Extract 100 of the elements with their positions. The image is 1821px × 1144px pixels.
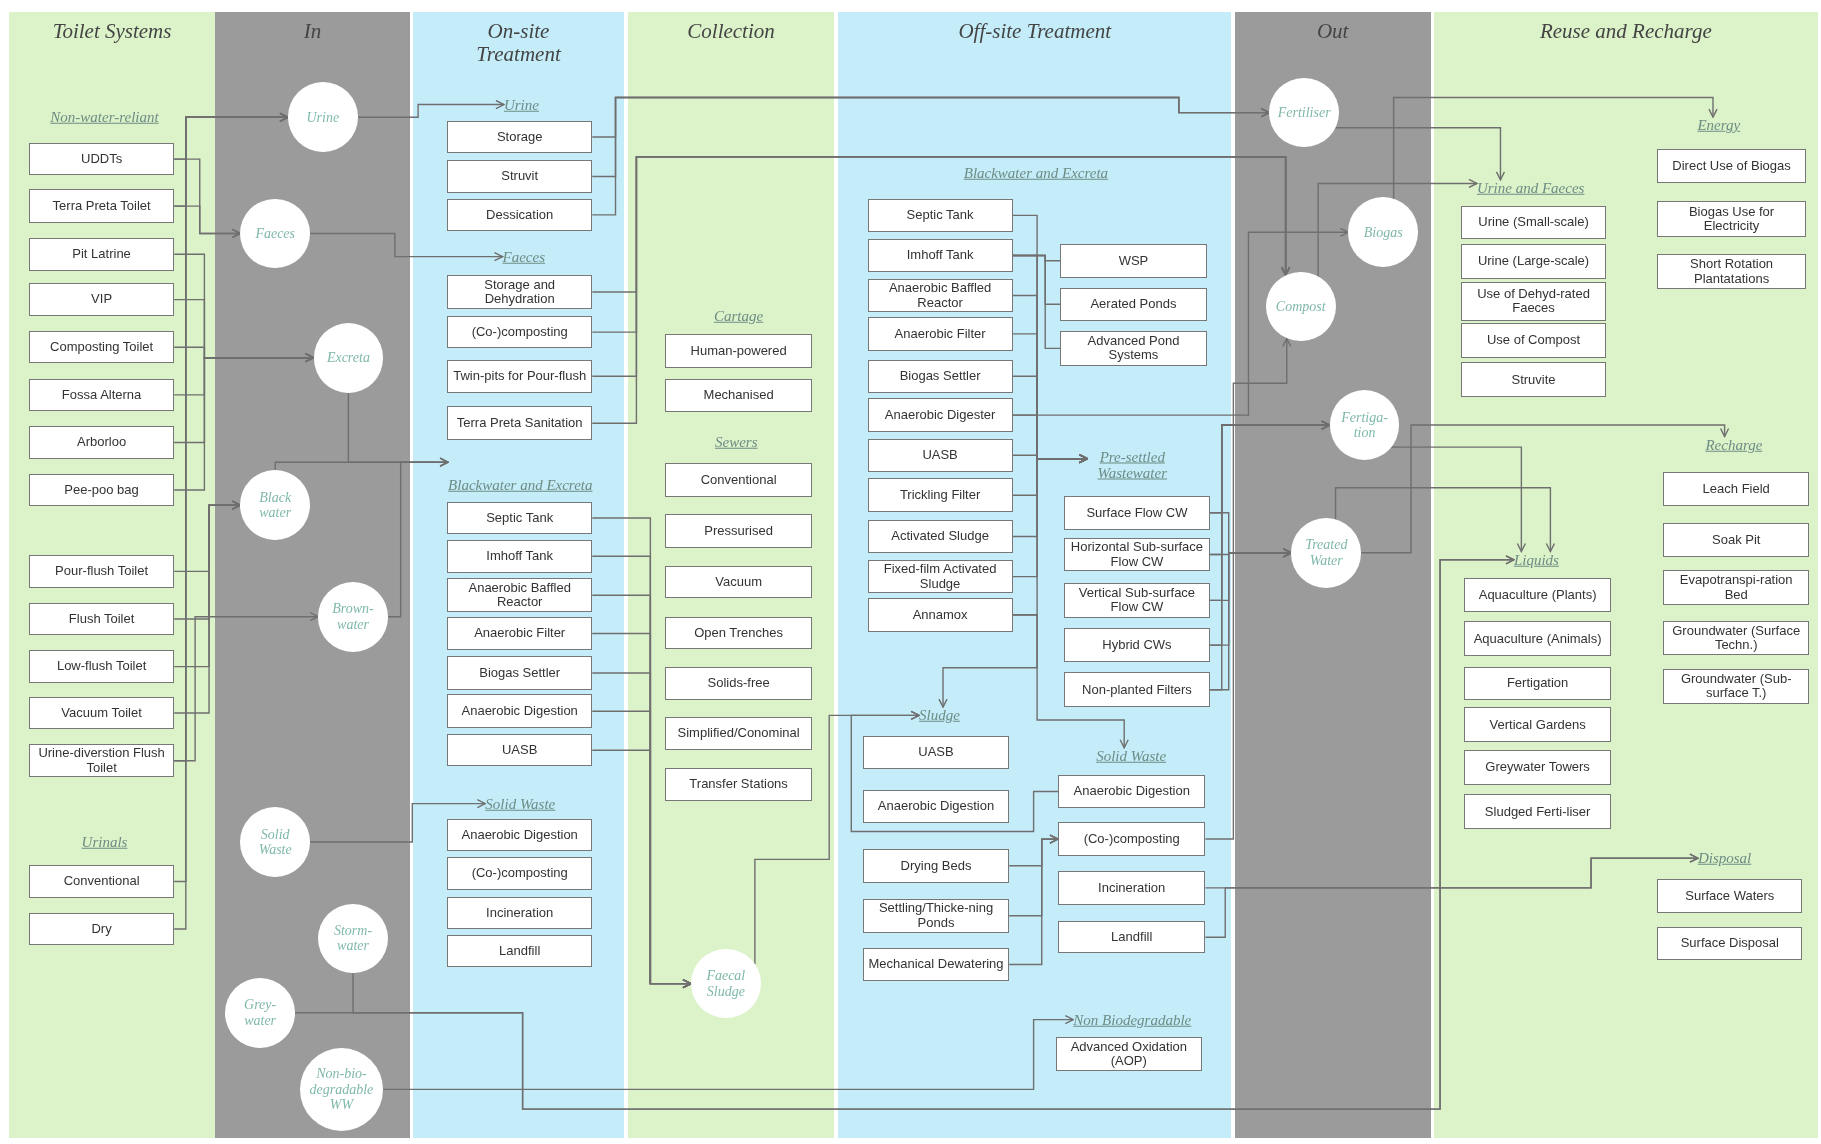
group-heading: Solid Waste: [485, 795, 556, 812]
column-band: [838, 11, 1231, 1139]
arrow: [1334, 487, 1556, 553]
process-box: Hybrid CWs: [1063, 628, 1211, 662]
flow-circle: Non-bio-degradable WW: [299, 1047, 384, 1132]
process-box: Transfer Stations: [665, 767, 812, 802]
process-box: Low-flush Toilet: [29, 650, 175, 683]
process-box: Incineration: [1057, 871, 1206, 905]
column-heading: On-site Treatment: [475, 19, 563, 66]
process-box: Leach Field: [1663, 471, 1810, 507]
process-box: Direct Use of Biogas: [1657, 148, 1806, 184]
process-box: Anaerobic Baffled Reactor: [867, 278, 1013, 313]
process-box: Human-powered: [665, 334, 812, 369]
process-box: Fertigation: [1464, 666, 1611, 701]
process-box: UDDTs: [29, 142, 175, 176]
process-box: Anaerobic Digestion: [447, 818, 593, 852]
process-box: Anaerobic Digestion: [447, 694, 593, 729]
process-box: Surface Flow CW: [1063, 495, 1211, 530]
process-box: Annamox: [867, 598, 1013, 632]
process-box: Urine (Large-scale): [1460, 243, 1607, 279]
process-box: Trickling Filter: [867, 478, 1013, 513]
process-box: UASB: [447, 733, 593, 767]
process-box: Storage and Dehydration: [447, 275, 593, 309]
process-box: (Co-)composting: [447, 857, 593, 890]
arrow: [1392, 96, 1718, 200]
group-heading: Sludge: [919, 707, 960, 724]
arrow: [1008, 834, 1059, 966]
process-box: Drying Beds: [862, 848, 1010, 883]
process-box: Biogas Use for Electricity: [1657, 200, 1806, 237]
process-box: Conventional: [665, 463, 812, 498]
column-band: [1234, 11, 1431, 1139]
process-box: Septic Tank: [867, 198, 1013, 233]
process-box: Open Trenches: [665, 616, 812, 650]
process-box: Settling/Thicke-ning Ponds: [862, 898, 1010, 933]
process-box: Vertical Gardens: [1464, 707, 1611, 743]
process-box: Anaerobic Filter: [447, 616, 593, 651]
group-heading: Energy: [1697, 117, 1741, 134]
flow-circle: Excreta: [313, 322, 384, 393]
process-box: Struvit: [447, 160, 593, 193]
flow-circle: Black water: [240, 470, 311, 540]
process-box: Terra Preta Toilet: [29, 189, 175, 223]
column-heading: Off-site Treatment: [957, 19, 1113, 43]
arrow: [356, 99, 505, 118]
process-box: Imhoff Tank: [867, 239, 1013, 272]
arrow: [1360, 424, 1730, 554]
process-box: Anaerobic Digester: [867, 398, 1013, 432]
flow-circle: Treated Water: [1291, 517, 1362, 588]
process-box: Vacuum Toilet: [29, 696, 175, 730]
flow-circle: Grey-water: [225, 977, 295, 1048]
process-box: Non-planted Filters: [1063, 672, 1211, 708]
process-box: Fossa Alterna: [29, 378, 175, 412]
process-box: Aquaculture (Plants): [1464, 578, 1611, 612]
process-box: Vacuum: [665, 565, 812, 599]
connector-line: [1011, 254, 1061, 350]
flow-circle: Storm-water: [318, 903, 388, 974]
process-box: Advanced Pond Systems: [1060, 330, 1207, 366]
process-box: Solids-free: [665, 666, 812, 701]
flow-circle: Solid Waste: [240, 807, 311, 877]
process-box: Soak Pit: [1663, 522, 1810, 558]
arrow: [1334, 127, 1506, 181]
process-box: Incineration: [447, 896, 593, 930]
process-box: Fixed-film Activated Sludge: [867, 559, 1013, 594]
process-box: Surface Disposal: [1657, 926, 1803, 961]
column-heading: Collection: [686, 19, 776, 43]
group-heading: Recharge: [1705, 436, 1763, 454]
process-box: WSP: [1060, 243, 1207, 278]
flow-circle: Fertiga-tion: [1329, 390, 1400, 460]
flow-circle: Faecal Sludge: [691, 948, 761, 1019]
process-box: Biogas Settler: [867, 360, 1013, 393]
column-band: [214, 11, 410, 1139]
arrow: [309, 232, 504, 262]
process-box: Vertical Sub-surface Flow CW: [1063, 583, 1211, 618]
process-box: Mechanised: [665, 378, 812, 413]
process-box: Advanced Oxidation (AOP): [1055, 1037, 1202, 1071]
process-box: Activated Sludge: [867, 520, 1013, 553]
process-box: Pee-poo bag: [29, 473, 175, 507]
column-heading: Reuse and Recharge: [1538, 19, 1713, 43]
arrow: [1390, 446, 1527, 553]
process-box: Imhoff Tank: [447, 540, 593, 573]
flow-circle: Biogas: [1348, 197, 1418, 268]
column-heading: In: [302, 19, 323, 43]
process-box: Groundwater (Surface Techn.): [1663, 621, 1810, 655]
process-box: (Co-)composting: [447, 315, 593, 349]
process-box: Pour-flush Toilet: [29, 555, 175, 588]
process-box: (Co-)composting: [1057, 822, 1206, 856]
group-heading: Faeces: [502, 248, 545, 265]
process-box: Use of Compost: [1460, 322, 1607, 358]
process-box: Anaerobic Digestion: [862, 789, 1010, 824]
process-box: VIP: [29, 283, 175, 316]
group-heading: Pre-settled Wastewater: [1087, 448, 1178, 482]
column-band: [1434, 11, 1818, 1139]
arrow: [1204, 337, 1292, 840]
process-box: UASB: [867, 439, 1013, 472]
process-box: Biogas Settler: [447, 656, 593, 690]
column-band: [413, 11, 624, 1139]
process-box: Dessication: [447, 198, 593, 232]
process-box: Dry: [29, 912, 175, 946]
arrow: [850, 710, 1059, 833]
column-heading: Toilet Systems: [51, 19, 173, 43]
arrow: [1011, 227, 1350, 416]
